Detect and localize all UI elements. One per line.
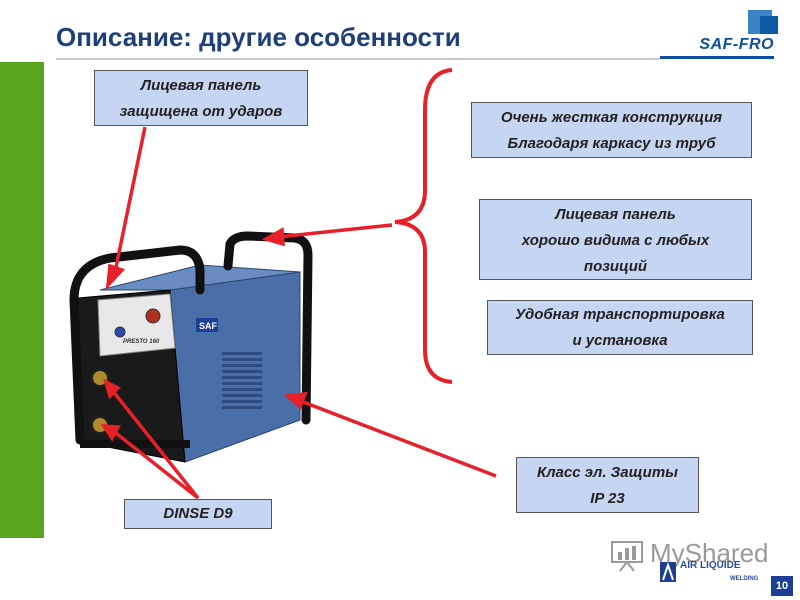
welding-text: WELDING	[730, 576, 759, 582]
curly-bracket	[394, 68, 453, 384]
knob-icon	[145, 308, 161, 324]
callout-transport: Удобная транспортировка и установка	[487, 300, 753, 355]
callout-connectors: DINSE D9	[124, 499, 272, 529]
control-panel	[97, 293, 176, 357]
vent-grill	[222, 352, 262, 409]
callout-line: позиций	[583, 258, 648, 275]
title-divider	[56, 58, 660, 60]
knob-small-icon	[114, 326, 126, 338]
front-handle	[69, 245, 205, 445]
callout-line: защищена от ударов	[119, 103, 283, 120]
callout-line: Лицевая панель	[140, 77, 262, 94]
callout-front-panel-visible: Лицевая панель хорошо видима с любых поз…	[479, 199, 752, 280]
side-accent-bar	[0, 62, 44, 538]
callout-line: и установка	[572, 332, 668, 349]
machine-foot	[80, 440, 190, 448]
callout-line: Удобная транспортировка	[515, 306, 725, 323]
model-label: PRESTO 160	[123, 339, 160, 345]
page-number: 10	[771, 576, 793, 596]
presentation-icon	[611, 541, 643, 572]
air-liquide-icon	[660, 561, 676, 582]
connector-plus-icon	[91, 369, 109, 387]
air-liquide-logo: AIR LIQUIDE WELDING	[660, 560, 760, 586]
callout-line: Очень жесткая конструкция	[500, 109, 723, 126]
logo-square-dark	[760, 16, 778, 34]
saf-badge	[196, 318, 218, 332]
logo-underline	[660, 56, 774, 59]
callout-line: Лицевая панель	[555, 206, 676, 223]
callout-line: хорошо видима с любых	[521, 232, 710, 249]
saf-badge-text: SAF	[199, 321, 218, 331]
air-liquide-text: AIR LIQUIDE	[680, 560, 741, 571]
callout-front-panel-protected: Лицевая панель защищена от ударов	[94, 70, 308, 126]
callout-rigid-construction: Очень жесткая конструкция Благодаря карк…	[471, 102, 752, 158]
callout-line: DINSE D9	[163, 505, 233, 522]
callout-line: IP 23	[590, 490, 625, 507]
callout-line: Класс эл. Защиты	[536, 464, 678, 481]
saf-fro-logo: SAF-FRO	[658, 8, 778, 59]
callout-line: Благодаря каркасу из труб	[507, 135, 716, 152]
slide-title: Описание: другие особенности	[56, 22, 461, 52]
callout-protection-class: Класс эл. Защиты IP 23	[516, 457, 699, 513]
arrow-lines	[100, 126, 497, 500]
logo-text: SAF-FRO	[699, 36, 774, 53]
